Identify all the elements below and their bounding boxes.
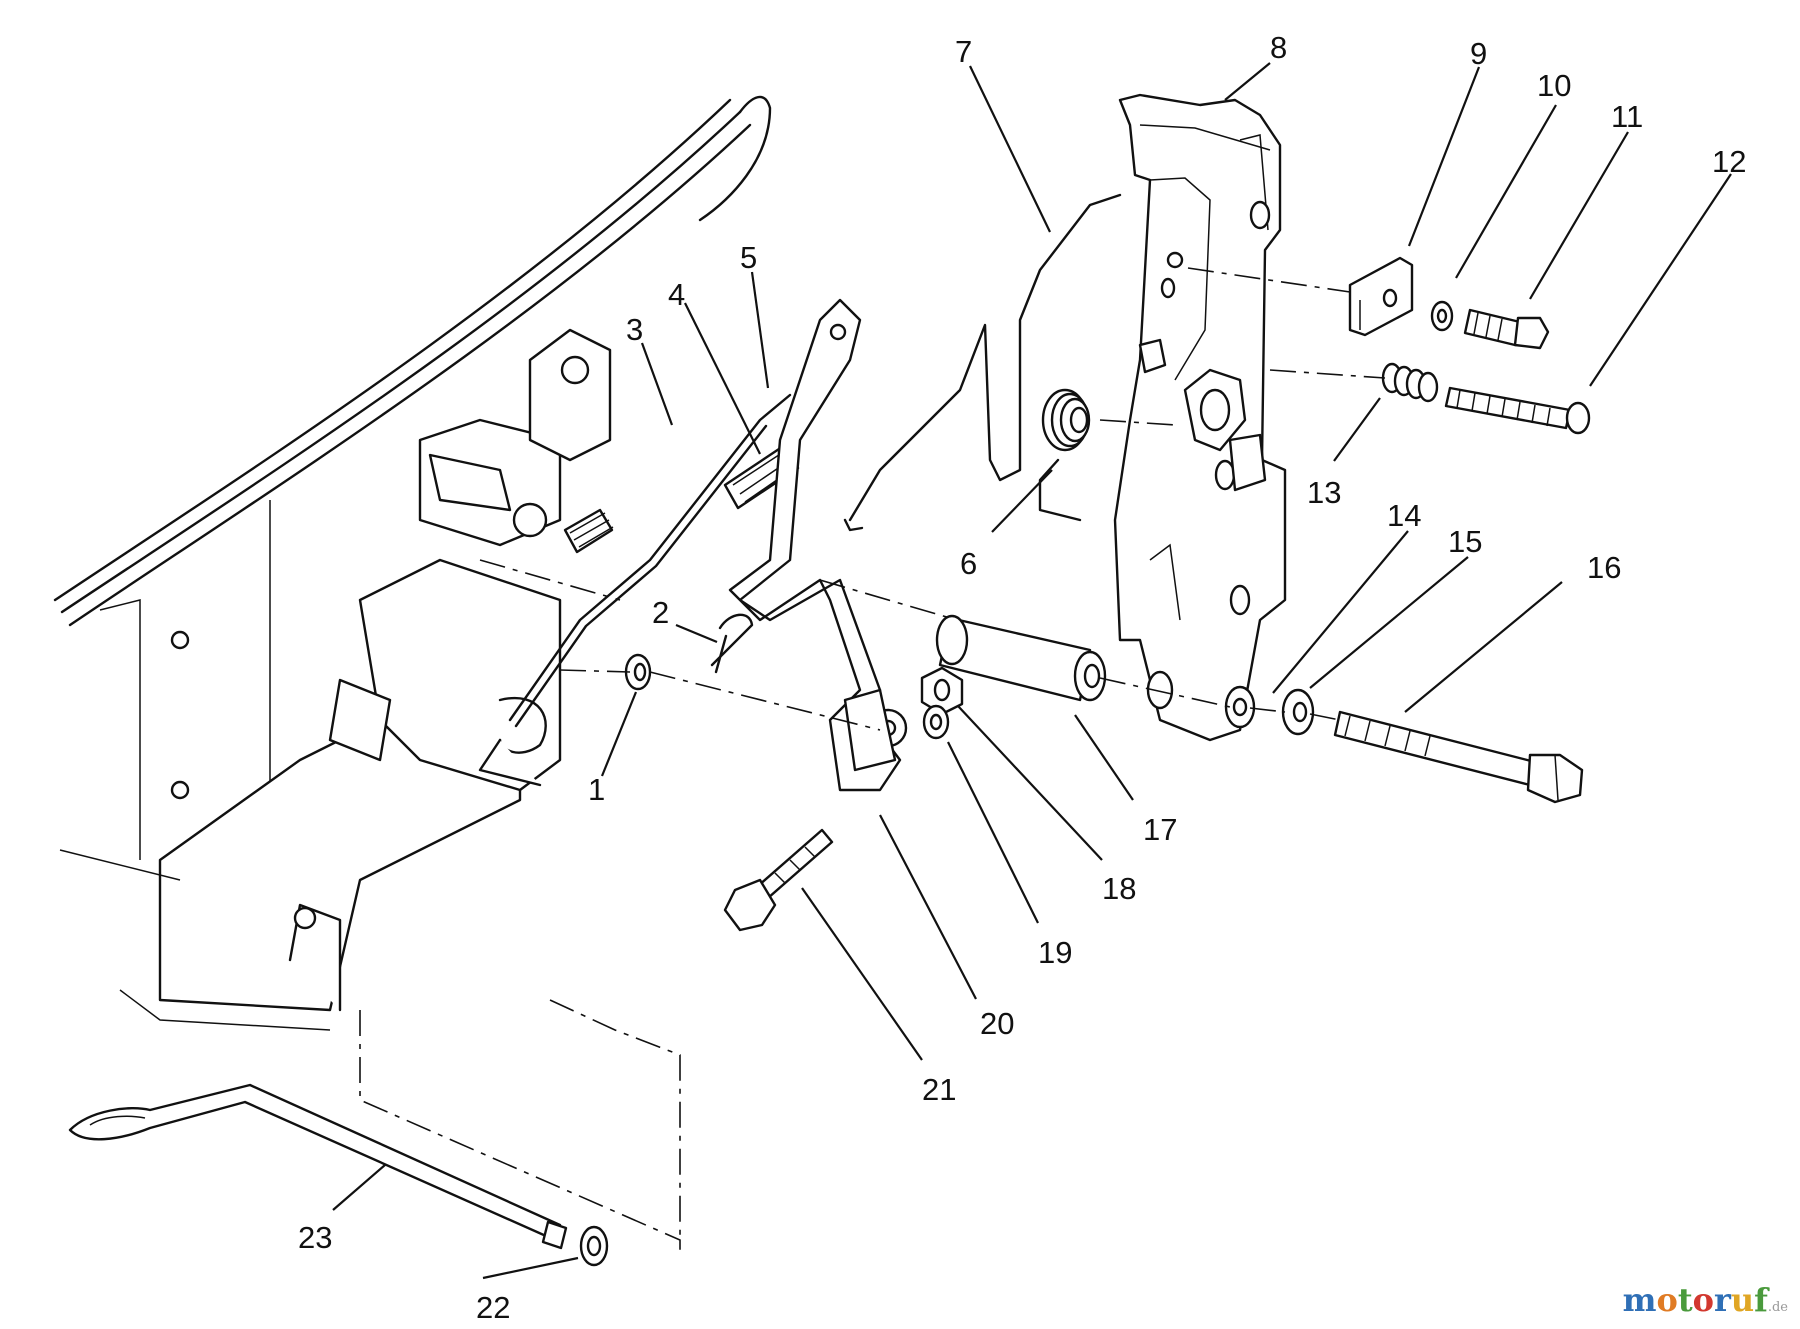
callout-23: 23 (298, 1220, 332, 1255)
callout-7: 7 (955, 34, 972, 69)
washer-10 (1430, 300, 1454, 332)
bolt-long (1333, 710, 1584, 804)
o-ring-washer (579, 1225, 609, 1267)
watermark-letter: o (1656, 1281, 1678, 1319)
assembly-lines (359, 267, 1386, 1250)
watermark-letter: f (1754, 1281, 1768, 1319)
motoruf-watermark: motoruf.de (1623, 1281, 1788, 1319)
leader-lines (332, 62, 1732, 1280)
control-plate (1113, 93, 1287, 742)
control-lever (728, 298, 908, 792)
callout-5: 5 (740, 240, 757, 275)
watermark-letter: o (1692, 1281, 1714, 1319)
callout-13: 13 (1307, 475, 1341, 510)
callout-10: 10 (1537, 68, 1571, 103)
screw-11 (1463, 308, 1550, 350)
callout-11: 11 (1611, 99, 1643, 134)
torsion-spring (1038, 388, 1091, 522)
screw-12 (1444, 386, 1591, 435)
callout-6: 6 (960, 546, 977, 581)
watermark-letter: m (1622, 1281, 1657, 1319)
cotter-pin (710, 613, 754, 674)
watermark-letter: u (1730, 1281, 1755, 1319)
callout-16: 16 (1587, 550, 1621, 585)
callout-22: 22 (476, 1290, 510, 1325)
watermark-suffix: .de (1767, 1300, 1788, 1315)
compression-spring (1381, 362, 1439, 403)
hex-nut (920, 666, 964, 716)
callout-1: 1 (588, 772, 605, 807)
washer-14 (1224, 685, 1256, 729)
callout-4: 4 (668, 277, 685, 312)
engine-block (53, 95, 772, 1031)
callout-21: 21 (922, 1072, 956, 1107)
callout-20: 20 (980, 1006, 1014, 1041)
governor-rod (508, 393, 792, 728)
dipstick (68, 1083, 568, 1250)
callout-labels: 1 2 3 4 5 6 7 8 9 10 11 12 13 14 15 16 1… (298, 30, 1746, 1325)
callout-17: 17 (1143, 812, 1177, 847)
callout-8: 8 (1270, 30, 1287, 65)
callout-3: 3 (626, 312, 643, 347)
spacer-tube (935, 614, 1107, 702)
linkage-spring (563, 508, 614, 554)
callout-19: 19 (1038, 935, 1072, 970)
flat-washer (922, 704, 950, 740)
callout-18: 18 (1102, 871, 1136, 906)
lock-washer-15 (1281, 688, 1315, 736)
callout-9: 9 (1470, 36, 1487, 71)
callout-12: 12 (1712, 144, 1746, 179)
callout-2: 2 (652, 595, 669, 630)
throttle-wire (843, 193, 1122, 532)
watermark-letter: t (1677, 1281, 1693, 1319)
callout-14: 14 (1387, 498, 1421, 533)
watermark-letter: r (1713, 1281, 1731, 1319)
callout-15: 15 (1448, 524, 1482, 559)
bolt-short (723, 828, 834, 932)
cable-clamp (1348, 256, 1414, 337)
